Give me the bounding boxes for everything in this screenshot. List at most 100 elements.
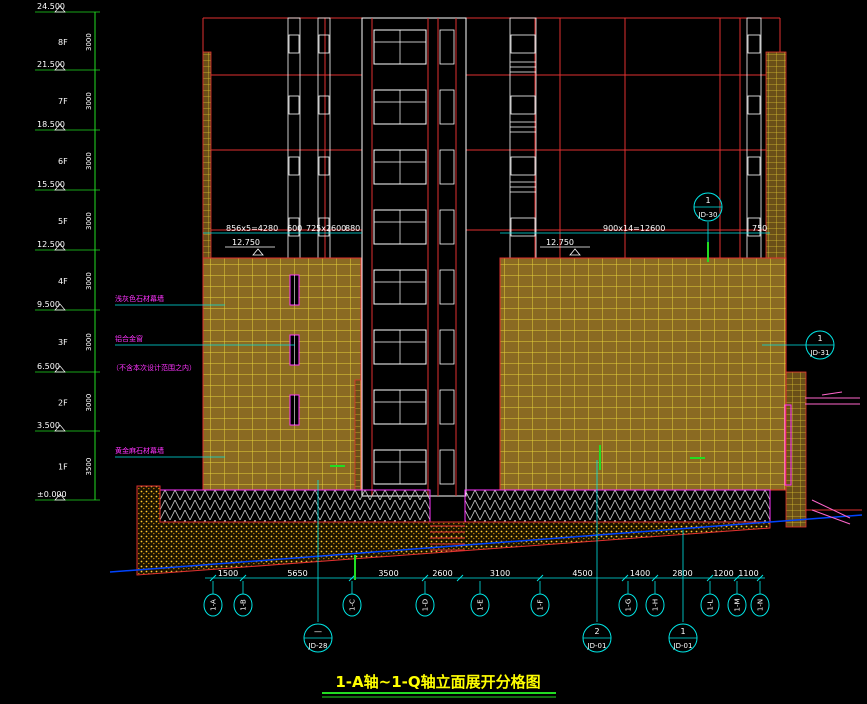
axis-bubble [618, 593, 638, 617]
level-elevation: 15.500 [37, 180, 65, 189]
note-scope: （不含本次设计范围之内） [112, 363, 196, 372]
podium-right-facade [499, 257, 787, 491]
callout-number: 1 [817, 334, 822, 343]
dim-tick [536, 574, 544, 582]
dim-left: 856x5=4280 [226, 224, 278, 233]
level-dimension: 3000 [85, 272, 93, 290]
bottom-dim-value: 2800 [672, 569, 692, 578]
column-window [318, 95, 330, 115]
window-columns [287, 17, 762, 259]
axis-bubble [470, 593, 490, 617]
level-marker-icon [54, 5, 66, 13]
roof-elev-right: 12.750 [546, 238, 574, 247]
level-marker-icon [54, 243, 66, 251]
podium-left-facade [202, 257, 362, 491]
column-window [747, 217, 761, 237]
axis-label: 1-F [537, 599, 545, 610]
axis-bubble [415, 593, 435, 617]
bottom-dim-value: 1500 [218, 569, 238, 578]
balconies [510, 61, 536, 193]
note-gold-stone: 黄金麻石材幕墙 [115, 446, 164, 455]
side-window [439, 449, 455, 485]
dim-right-small: 750 [752, 224, 767, 233]
callout-reference: JD-01 [673, 642, 693, 650]
level-dimension: 3000 [85, 333, 93, 351]
axis-bubble [700, 593, 720, 617]
column-window [288, 156, 300, 176]
level-floor: 7F [58, 97, 68, 106]
bottom-dim-value: 2600 [432, 569, 452, 578]
bottom-dim-value: 3100 [490, 569, 510, 578]
level-marker-icon [54, 123, 66, 131]
column-window [747, 95, 761, 115]
tower-left-strip [202, 51, 212, 259]
level-dimension: 3000 [85, 92, 93, 110]
column-window [510, 95, 536, 115]
side-window [439, 149, 455, 185]
axis-bubble [342, 593, 362, 617]
level-elevation: ±0.000 [37, 490, 67, 499]
dim-tick [733, 574, 741, 582]
column-window [288, 34, 300, 54]
column-window [747, 34, 761, 54]
level-marker-icon [54, 63, 66, 71]
callout-reference: JD-31 [810, 349, 830, 357]
dim-tick [421, 574, 429, 582]
column-window [747, 156, 761, 176]
side-window [439, 209, 455, 245]
level-floor: 1F [58, 463, 68, 472]
green-markers [330, 242, 709, 580]
side-window [439, 89, 455, 125]
dim-tick [209, 574, 217, 582]
axis-label: 1-L [707, 599, 715, 610]
column-window [288, 217, 300, 237]
level-elevation: 24.500 [37, 2, 65, 11]
bottom-dim-value: 3500 [378, 569, 398, 578]
upper-tower [202, 17, 781, 258]
axis-bubble [203, 593, 223, 617]
dim-tick [239, 574, 247, 582]
dim-mid1: 600 [287, 224, 302, 233]
base-hatch-right [464, 489, 771, 523]
dim-tick [621, 574, 629, 582]
axis-label: 1-D [422, 599, 430, 611]
callout-reference: JD-30 [698, 211, 718, 219]
side-window [439, 389, 455, 425]
axis-label: 1-H [652, 599, 660, 611]
axis-bubble [750, 593, 770, 617]
axis-label: 1-M [734, 598, 742, 611]
level-floor: 5F [58, 217, 68, 226]
level-floor: 3F [58, 338, 68, 347]
axis-label: 1-G [625, 599, 633, 612]
axis-label: 1-C [349, 599, 357, 611]
level-dimension: 3500 [85, 458, 93, 476]
bottom-dim-value: 1400 [630, 569, 650, 578]
dim-mid4: 880 [345, 224, 360, 233]
column-window [510, 217, 536, 237]
axis-bubble [645, 593, 665, 617]
podium-edge-strip [354, 379, 362, 491]
level-marker-icon [54, 493, 66, 501]
window-column [746, 17, 762, 259]
level-dimension: 3000 [85, 394, 93, 412]
level-elevation: 18.500 [37, 120, 65, 129]
axis-bubble [233, 593, 253, 617]
level-marker-icon [54, 424, 66, 432]
column-window [318, 217, 330, 237]
level-elevation: 3.500 [37, 421, 60, 430]
bottom-dim-value: 1200 [713, 569, 733, 578]
drawing-title: 1-A轴~1-Q轴立面展开分格图 [335, 673, 540, 691]
column-window [510, 156, 536, 176]
level-elevation: 9.500 [37, 300, 60, 309]
column-window [318, 156, 330, 176]
level-marker-icon [54, 303, 66, 311]
top-dimensions: 856x5=4280 600 725x2 600 880 900x14=1260… [203, 224, 770, 256]
level-dimension: 3000 [85, 212, 93, 230]
dim-tick [756, 574, 764, 582]
side-window [439, 269, 455, 305]
note-aluminum-window: 铝合金窗 [115, 334, 143, 343]
level-elevation: 6.500 [37, 362, 60, 371]
